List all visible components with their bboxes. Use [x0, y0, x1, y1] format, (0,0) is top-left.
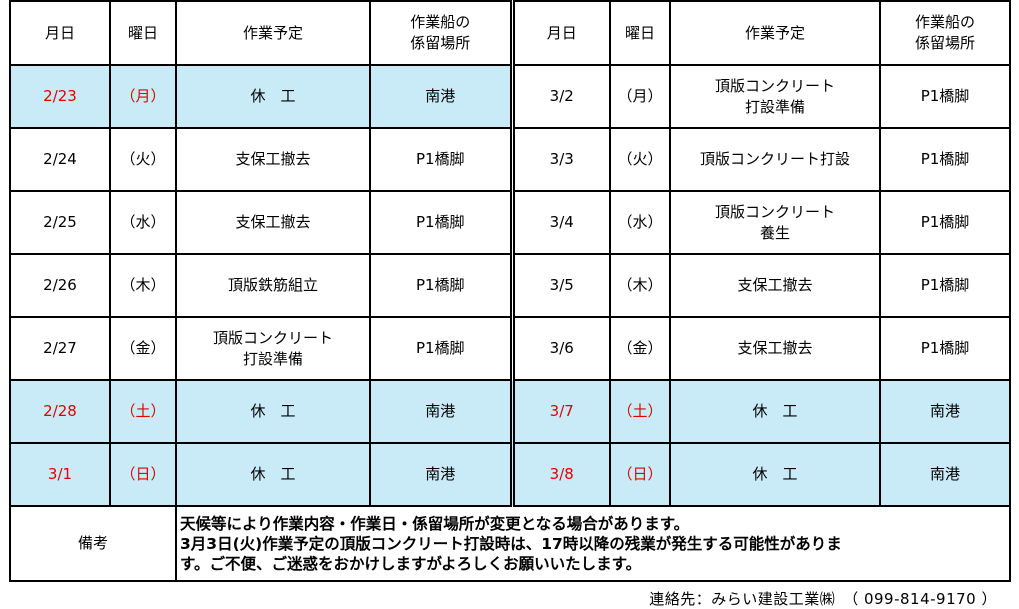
right-date: 3/6	[509, 316, 611, 381]
right-date: 3/7	[509, 379, 611, 444]
plan-text: 支保工撤去	[737, 276, 813, 294]
right-mooring: P1橋脚	[879, 253, 1011, 318]
remarks-row: 備考天候等により作業内容・作業日・係留場所が変更となる場合があります。3月3日(…	[9, 505, 1011, 582]
right-weekday: （日）	[609, 442, 671, 507]
remarks-line: 3月3日(火)作業予定の頂版コンクリート打設時は、17時以降の残業が発生する可能…	[180, 534, 842, 553]
left-plan: 支保工撤去	[175, 190, 371, 255]
right-mooring: P1橋脚	[879, 316, 1011, 381]
header-date: 月日	[9, 0, 111, 66]
plan-text: 支保工撤去	[235, 213, 311, 231]
header-row: 月日 曜日 作業予定 作業船の係留場所 月日 曜日 作業予定 作業船の係留場所	[9, 0, 1011, 66]
left-mooring: 南港	[369, 64, 513, 129]
plan-text: 養生	[759, 223, 790, 242]
right-date: 3/2	[509, 64, 611, 129]
right-plan: 頂版コンクリート打設準備	[669, 64, 881, 129]
work-schedule-table: 月日 曜日 作業予定 作業船の係留場所 月日 曜日 作業予定 作業船の係留場所 …	[9, 0, 1011, 582]
left-plan: 頂版コンクリート打設準備	[175, 316, 371, 381]
left-date: 2/26	[9, 253, 111, 318]
right-weekday: （火）	[609, 127, 671, 192]
left-weekday: （月）	[109, 64, 177, 129]
plan-text: 休 工	[250, 402, 296, 420]
remarks-line: 天候等により作業内容・作業日・係留場所が変更となる場合があります。	[180, 514, 690, 533]
left-weekday: （火）	[109, 127, 177, 192]
remarks-line: す。ご不便、ご迷惑をおかけしますがよろしくお願いいたします。	[180, 554, 642, 573]
left-date: 3/1	[9, 442, 111, 507]
right-weekday: （土）	[609, 379, 671, 444]
left-mooring: P1橋脚	[369, 190, 513, 255]
left-date: 2/24	[9, 127, 111, 192]
left-mooring: P1橋脚	[369, 316, 513, 381]
right-date: 3/4	[509, 190, 611, 255]
plan-text: 頂版鉄筋組立	[227, 276, 318, 294]
plan-text: 打設準備	[242, 349, 303, 368]
left-date: 2/25	[9, 190, 111, 255]
contact-info: 連絡先：みらい建設工業㈱ （ 099-814-9170 ）	[649, 590, 997, 608]
left-weekday: （木）	[109, 253, 177, 318]
left-plan: 支保工撤去	[175, 127, 371, 192]
left-plan: 休 工	[175, 379, 371, 444]
header-plan: 作業予定	[175, 0, 371, 66]
plan-text: 打設準備	[744, 97, 805, 116]
right-plan: 支保工撤去	[669, 253, 881, 318]
left-date: 2/27	[9, 316, 111, 381]
right-date: 3/3	[509, 127, 611, 192]
plan-text: 頂版コンクリート	[714, 202, 835, 221]
left-weekday: （金）	[109, 316, 177, 381]
right-mooring: 南港	[879, 442, 1011, 507]
right-weekday: （木）	[609, 253, 671, 318]
right-plan: 頂版コンクリート打設	[669, 127, 881, 192]
header-date: 月日	[509, 0, 611, 66]
left-date: 2/23	[9, 64, 111, 129]
right-date: 3/8	[509, 442, 611, 507]
left-weekday: （土）	[109, 379, 177, 444]
left-weekday: （日）	[109, 442, 177, 507]
left-plan: 休 工	[175, 442, 371, 507]
left-plan: 頂版鉄筋組立	[175, 253, 371, 318]
right-mooring: P1橋脚	[879, 190, 1011, 255]
right-plan: 頂版コンクリート養生	[669, 190, 881, 255]
header-mooring: 作業船の係留場所	[369, 0, 513, 66]
right-weekday: （水）	[609, 190, 671, 255]
header-weekday: 曜日	[109, 0, 177, 66]
header-plan: 作業予定	[669, 0, 881, 66]
right-mooring: 南港	[879, 379, 1011, 444]
right-date: 3/5	[509, 253, 611, 318]
right-mooring: P1橋脚	[879, 127, 1011, 192]
left-mooring: P1橋脚	[369, 127, 513, 192]
left-mooring: 南港	[369, 379, 513, 444]
plan-text: 休 工	[250, 87, 296, 105]
right-weekday: （金）	[609, 316, 671, 381]
left-mooring: 南港	[369, 442, 513, 507]
right-plan: 休 工	[669, 442, 881, 507]
left-plan: 休 工	[175, 64, 371, 129]
left-mooring: P1橋脚	[369, 253, 513, 318]
plan-text: 支保工撤去	[235, 150, 311, 168]
plan-text: 休 工	[752, 402, 798, 420]
plan-text: 頂版コンクリート	[714, 76, 835, 95]
left-date: 2/28	[9, 379, 111, 444]
remarks-label: 備考	[9, 505, 177, 582]
right-mooring: P1橋脚	[879, 64, 1011, 129]
header-mooring: 作業船の係留場所	[879, 0, 1011, 66]
right-plan: 休 工	[669, 379, 881, 444]
right-weekday: （月）	[609, 64, 671, 129]
right-plan: 支保工撤去	[669, 316, 881, 381]
header-weekday: 曜日	[609, 0, 671, 66]
remarks-text: 天候等により作業内容・作業日・係留場所が変更となる場合があります。3月3日(火)…	[175, 505, 1011, 582]
left-weekday: （水）	[109, 190, 177, 255]
plan-text: 頂版コンクリート	[212, 328, 333, 347]
plan-text: 休 工	[250, 465, 296, 483]
plan-text: 頂版コンクリート打設	[699, 150, 850, 168]
plan-text: 休 工	[752, 465, 798, 483]
plan-text: 支保工撤去	[737, 339, 813, 357]
